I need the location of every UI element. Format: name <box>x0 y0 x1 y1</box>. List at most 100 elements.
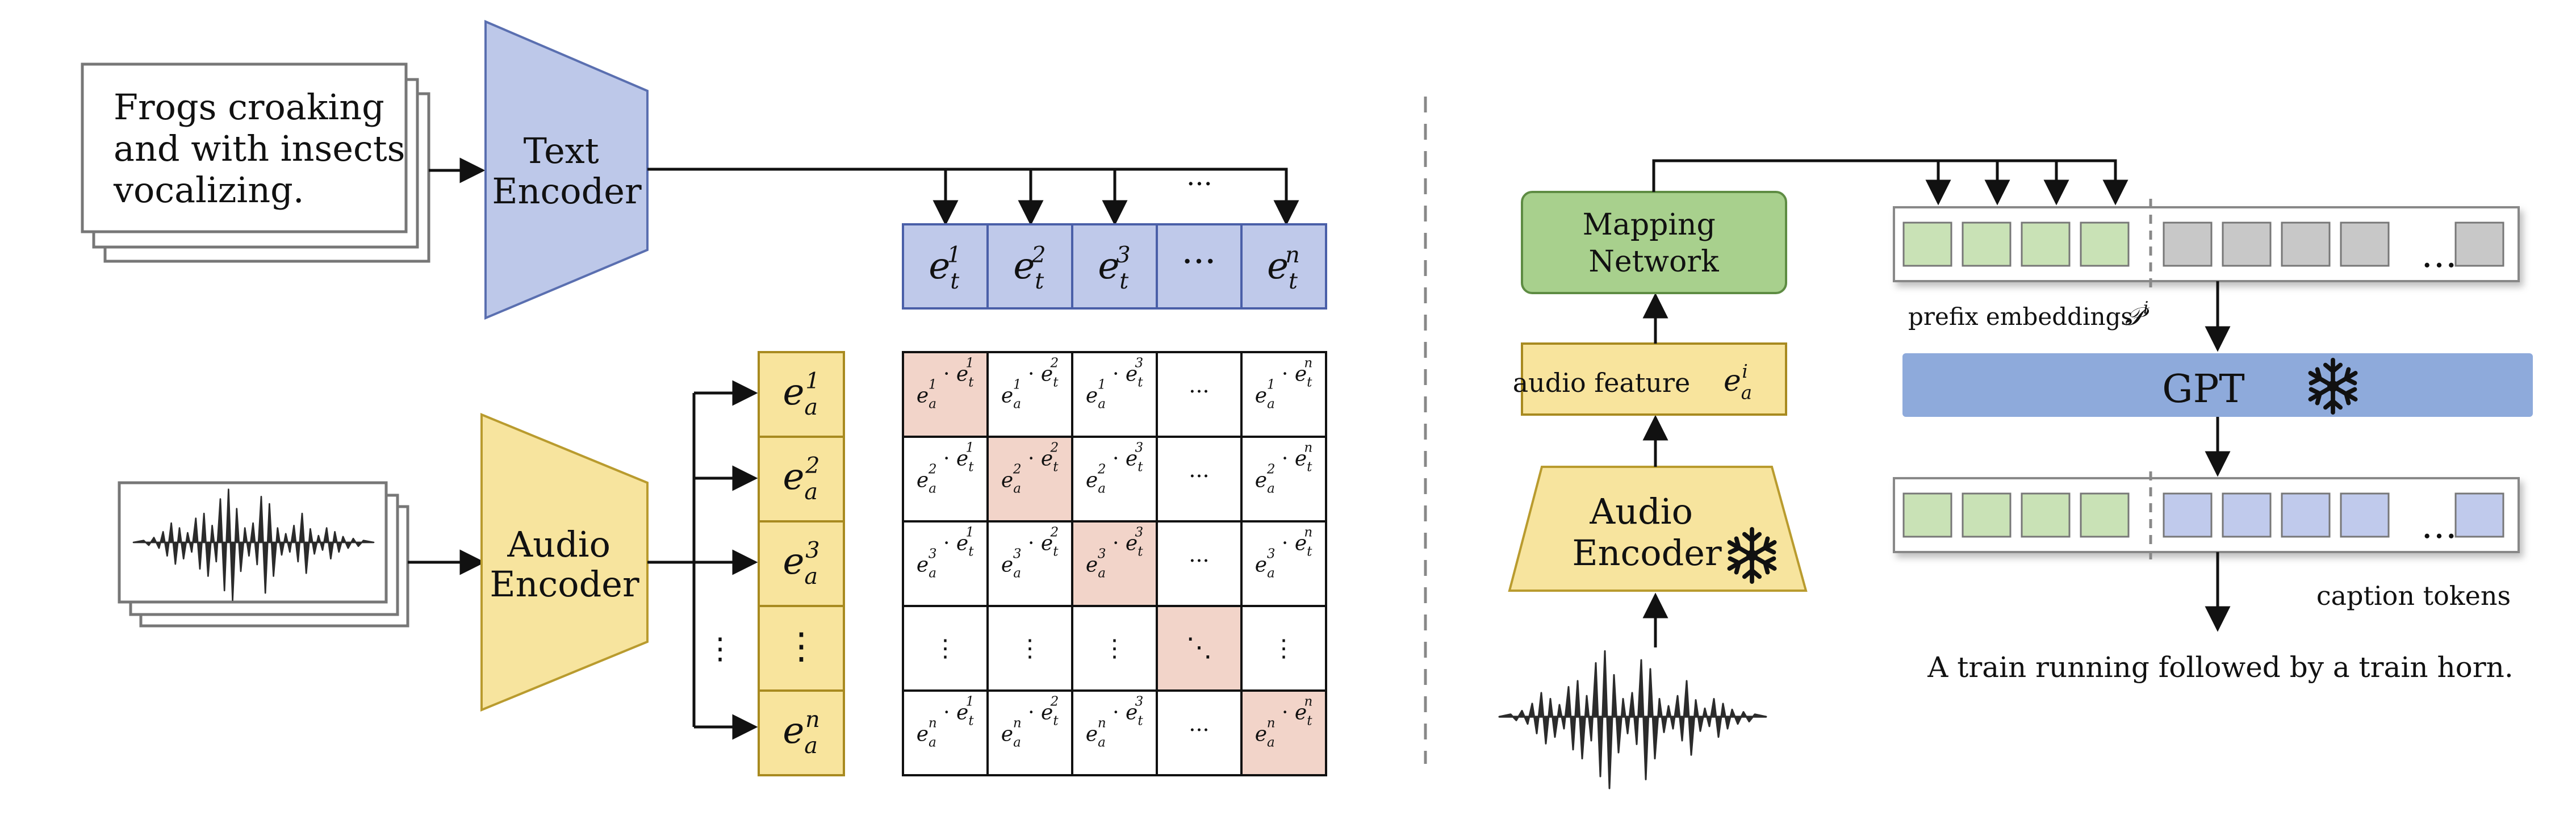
prefix-token <box>2021 492 2071 538</box>
matrix-cell <box>1240 689 1327 776</box>
audio-embedding-4: ⋮ <box>783 625 819 667</box>
audio-encoder-left: Audio Encoder <box>480 413 649 712</box>
text-token-placeholder <box>2281 221 2331 267</box>
prefix-token <box>2080 221 2130 267</box>
matrix-cell <box>1240 351 1327 438</box>
audio-embedding-2: ea2 <box>783 453 819 505</box>
mapping-network: Mapping Network <box>1521 191 1787 294</box>
matrix-product: ea2 · et2 <box>1001 441 1059 496</box>
matrix-cell <box>1156 520 1243 607</box>
prefix-token-dots: … <box>2421 234 2457 276</box>
mapping-network-label-2: Network <box>1588 245 1719 279</box>
matrix-cell <box>1071 520 1158 607</box>
matrix-product: ea3 · et2 <box>1001 525 1059 581</box>
matrix-product: ean · et1 <box>917 695 975 750</box>
matrix-cell <box>1156 689 1243 776</box>
matrix-product: ea1 · et2 <box>1001 356 1059 412</box>
text-embedding-3: et3 <box>1098 242 1130 294</box>
audio-encoder-left-label-2: Encoder <box>490 563 639 605</box>
text-embedding-4: ··· <box>1181 241 1216 283</box>
matrix-dots: ··· <box>1189 718 1209 743</box>
matrix-product: ean · etn <box>1255 695 1313 750</box>
matrix-product: ean · et3 <box>1086 695 1144 750</box>
audio-encoder-left-label-1: Audio <box>507 524 610 565</box>
matrix-cell <box>902 436 989 522</box>
matrix-dots: ··· <box>1189 464 1209 489</box>
audio-side-dots: ⋮ <box>705 632 735 666</box>
prefix-token <box>1962 492 2012 538</box>
matrix-product: ea1 · et1 <box>917 356 974 412</box>
audio-embedding-5: ean <box>783 707 819 759</box>
gpt-label: GPT <box>2162 367 2244 412</box>
matrix-dots: ··· <box>1189 379 1209 404</box>
caption-token <box>2454 492 2504 538</box>
prefix-token <box>1902 221 1952 267</box>
matrix-product: ea1 · et3 <box>1086 356 1143 412</box>
matrix-cell <box>1071 689 1158 776</box>
text-token-placeholder <box>2222 221 2272 267</box>
text-token-placeholder <box>2163 221 2213 267</box>
matrix-cell <box>1240 436 1327 522</box>
text-embedding-1: et1 <box>929 242 961 294</box>
text-encoder: Text Encoder <box>484 19 649 320</box>
prefix-label: prefix embeddings 𝒫i <box>1908 298 2150 331</box>
caption-token-bar: … <box>1893 471 2520 559</box>
matrix-cell <box>1156 436 1243 522</box>
audio-feature-box: audio feature eai <box>1513 342 1787 416</box>
svg-text:Mapping Network: Mapping Network <box>1583 208 1725 279</box>
text-encoder-label-2: Encoder <box>492 170 642 212</box>
text-token-placeholder <box>2340 221 2390 267</box>
svg-text:Text Encoder: Text Encoder <box>492 130 642 212</box>
text-embedding-wires <box>647 168 1299 226</box>
matrix-product: ea2 · et1 <box>917 441 974 496</box>
prefix-token <box>1962 221 2012 267</box>
audio-embedding-1: ea1 <box>783 368 819 420</box>
text-embedding-5: etn <box>1267 242 1300 294</box>
audio-encoder-left-shape <box>480 413 649 712</box>
output-caption: A train running followed by a train horn… <box>1927 651 2514 684</box>
prefix-token-bar: … <box>1893 199 2520 290</box>
audio-input-stack <box>118 481 409 628</box>
caption-text: Frogs croaking and with insects vocalizi… <box>113 86 416 211</box>
audio-feature-symbol: eai <box>1724 361 1752 403</box>
matrix-product: ea2 · etn <box>1255 441 1312 496</box>
audio-embedding-column: ea1 ea2 ea3 ⋮ ean <box>758 351 845 776</box>
text-encoder-shape <box>484 19 649 320</box>
audio-encoder-right-label-2: Encoder <box>1572 532 1722 574</box>
audio-embedding-3: ea3 <box>783 537 819 590</box>
caption-tokens-label: caption tokens <box>2316 580 2511 611</box>
audio-encoder-right: Audio Encoder <box>1508 466 1808 592</box>
matrix-product: ea1 · etn <box>1255 356 1312 412</box>
matrix-dots: ⋮ <box>1103 634 1127 662</box>
prefix-label-symbol: 𝒫i <box>2125 298 2150 331</box>
caption-token-dots: … <box>2421 505 2457 547</box>
prefix-token <box>2080 492 2130 538</box>
prefix-token <box>1902 492 1952 538</box>
prefix-label-text: prefix embeddings <box>1908 303 2133 331</box>
text-token-placeholder <box>2454 221 2504 267</box>
prefix-token <box>2021 221 2071 267</box>
matrix-cell <box>986 689 1073 776</box>
audio-feature-label: audio feature <box>1513 367 1691 398</box>
matrix-dots: ··· <box>1189 549 1209 574</box>
audio-embedding-wires <box>647 380 758 740</box>
matrix-dots: ⋮ <box>934 634 957 662</box>
matrix-product: ean · et2 <box>1001 695 1059 750</box>
matrix-cell <box>1240 520 1327 607</box>
audio-encoder-right-label-1: Audio <box>1589 491 1693 532</box>
matrix-dots: ⋮ <box>1272 634 1296 662</box>
matrix-dots: ⋱ <box>1186 632 1212 663</box>
text-embedding-2: et2 <box>1013 242 1046 294</box>
caption-input-stack: Frogs croaking and with insects vocalizi… <box>81 62 430 263</box>
matrix-product: ea3 · et1 <box>917 525 974 581</box>
matrix-dots: ⋮ <box>1018 634 1042 662</box>
matrix-cell <box>1071 605 1158 692</box>
audio-waveform-right-icon <box>1498 650 1767 789</box>
mapping-network-label-1: Mapping <box>1583 208 1716 242</box>
prefix-wires <box>1652 159 2128 206</box>
matrix-product: ea3 · etn <box>1255 525 1312 581</box>
gpt-block: GPT <box>1902 353 2533 417</box>
top-ellipsis: ··· <box>1186 168 1212 200</box>
caption-token <box>2222 492 2272 538</box>
